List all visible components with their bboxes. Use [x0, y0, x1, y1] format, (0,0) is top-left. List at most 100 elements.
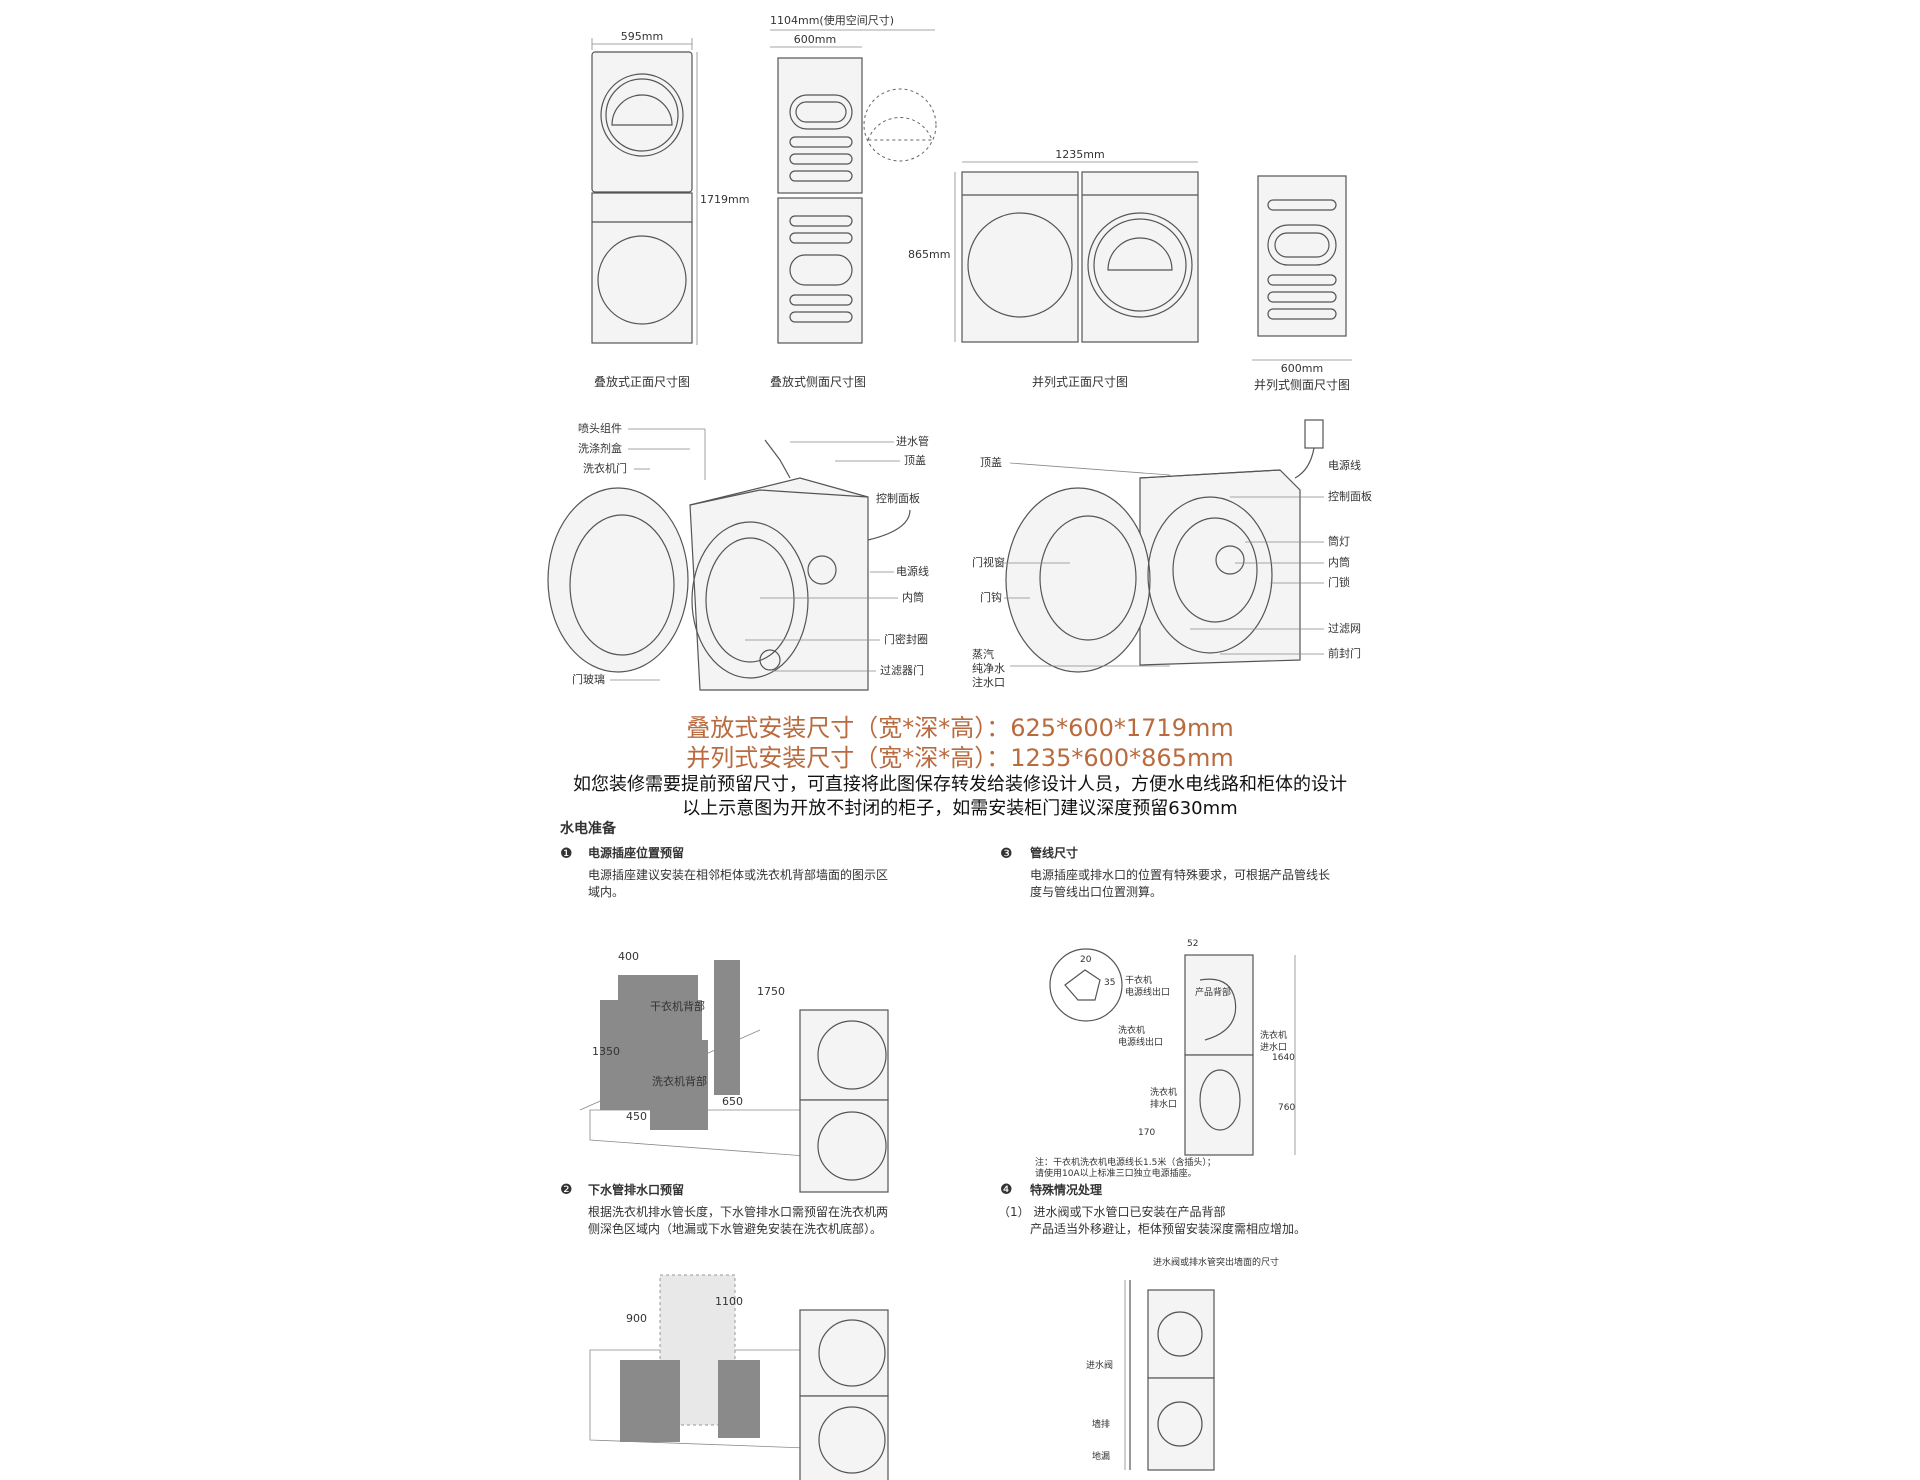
svg-text:电源线出口: 电源线出口 [1125, 986, 1170, 998]
svg-text:度与管线出口位置测算。: 度与管线出口位置测算。 [1030, 884, 1162, 899]
svg-text:❹: ❹ [1000, 1182, 1013, 1198]
svg-text:洗衣机: 洗衣机 [1260, 1029, 1287, 1041]
svg-text:门密封圈: 门密封圈 [884, 632, 928, 646]
svg-text:控制面板: 控制面板 [1328, 489, 1372, 503]
svg-text:洗衣机背部: 洗衣机背部 [652, 1074, 707, 1088]
note-cabinet-depth: 以上示意图为开放不封闭的柜子，如需安装柜门建议深度预留630mm [682, 798, 1238, 819]
svg-text:电源线: 电源线 [1328, 458, 1361, 472]
svg-text:顶盖: 顶盖 [904, 453, 926, 467]
dryer-parts-diagram [1005, 419, 1324, 673]
prep-section: 水电准备 ❶ 电源插座位置预留 电源插座建议安装在相邻柜体或洗衣机背部墙面的图示… [560, 820, 1330, 1236]
washer-parts-labels: 喷头组件 洗涤剂盒 洗衣机门 门玻璃 进水管 顶盖 控制面板 电源线 内筒 门密… [572, 421, 929, 686]
svg-text:760: 760 [1278, 1103, 1295, 1113]
stack-install-size: 叠放式安装尺寸（宽*深*高）：625*600*1719mm [686, 714, 1234, 742]
svg-text:注：干衣机洗衣机电源线长1.5米（含插头）；: 注：干衣机洗衣机电源线长1.5米（含插头）； [1035, 1156, 1216, 1168]
svg-text:注水口: 注水口 [972, 675, 1005, 689]
svg-text:请使用10A以上标准三口独立电源插座。: 请使用10A以上标准三口独立电源插座。 [1035, 1167, 1197, 1179]
svg-text:电源插座建议安装在相邻柜体或洗衣机背部墙面的图示区: 电源插座建议安装在相邻柜体或洗衣机背部墙面的图示区 [588, 867, 888, 882]
svg-text:进水口: 进水口 [1260, 1041, 1287, 1053]
svg-text:900: 900 [626, 1312, 647, 1325]
drain-area-diagram: 900 1100 [589, 1274, 889, 1480]
svg-text:门钩: 门钩 [980, 590, 1002, 604]
washer-parts-diagram [547, 439, 911, 691]
svg-text:排水口: 排水口 [1150, 1098, 1177, 1110]
svg-text:650: 650 [722, 1095, 743, 1108]
svg-text:根据洗衣机排水管长度，下水管排水口需预留在洗衣机两: 根据洗衣机排水管长度，下水管排水口需预留在洗衣机两 [588, 1204, 888, 1219]
svg-text:1350: 1350 [592, 1045, 620, 1058]
svg-text:1750: 1750 [757, 985, 785, 998]
stacked-front-diagram: 595mm 1719mm 叠放式正面尺寸图 [591, 30, 749, 389]
dim-600-side: 600mm [1281, 362, 1323, 375]
side-install-size: 并列式安装尺寸（宽*深*高）：1235*600*865mm [686, 744, 1234, 772]
svg-text:域内。: 域内。 [588, 885, 624, 899]
svg-text:下水管排水口预留: 下水管排水口预留 [588, 1182, 684, 1197]
svg-text:侧深色区域内（地漏或下水管避免安装在洗衣机底部）。: 侧深色区域内（地漏或下水管避免安装在洗衣机底部）。 [588, 1221, 882, 1236]
svg-text:进水阀或排水管突出墙面的尺寸: 进水阀或排水管突出墙面的尺寸 [1153, 1256, 1279, 1268]
svg-text:洗衣机门: 洗衣机门 [583, 461, 627, 475]
stacked-side-diagram: 1104mm(使用空间尺寸) 600mm 叠放式侧面尺寸图 [770, 13, 937, 389]
svg-text:❶: ❶ [560, 846, 573, 862]
svg-text:门玻璃: 门玻璃 [572, 672, 605, 686]
svg-text:电源插座或排水口的位置有特殊要求，可根据产品管线长: 电源插座或排水口的位置有特殊要求，可根据产品管线长 [1030, 867, 1330, 882]
dim-1104: 1104mm(使用空间尺寸) [770, 13, 894, 27]
svg-text:筒灯: 筒灯 [1328, 534, 1350, 548]
note-reserve-size: 如您装修需要提前预留尺寸，可直接将此图保存转发给装修设计人员，方便水电线路和柜体… [573, 774, 1347, 795]
svg-text:电源线出口: 电源线出口 [1118, 1036, 1163, 1048]
svg-text:进水管: 进水管 [896, 434, 929, 448]
svg-text:洗衣机: 洗衣机 [1150, 1086, 1177, 1098]
svg-text:内筒: 内筒 [902, 590, 924, 604]
svg-text:门锁: 门锁 [1328, 575, 1350, 589]
side-by-side-front-diagram: 1235mm 865mm 并列式正面尺寸图 [908, 148, 1199, 389]
svg-text:进水阀: 进水阀 [1086, 1359, 1113, 1371]
caption-stack-front: 叠放式正面尺寸图 [594, 374, 690, 389]
socket-area-diagram: 干衣机背部 洗衣机背部 400 1750 1350 450 650 [579, 950, 889, 1193]
svg-text:35: 35 [1104, 978, 1115, 988]
svg-text:顶盖: 顶盖 [980, 455, 1002, 469]
svg-text:特殊情况处理: 特殊情况处理 [1030, 1182, 1102, 1197]
svg-text:1640: 1640 [1272, 1053, 1295, 1063]
svg-text:墙排: 墙排 [1092, 1418, 1110, 1430]
svg-text:地漏: 地漏 [1092, 1450, 1110, 1462]
svg-text:产品适当外移避让，柜体预留安装深度需相应增加。: 产品适当外移避让，柜体预留安装深度需相应增加。 [1030, 1221, 1306, 1236]
svg-text:1100: 1100 [715, 1295, 743, 1308]
svg-text:洗涤剂盒: 洗涤剂盒 [578, 441, 622, 455]
svg-text:前封门: 前封门 [1328, 646, 1361, 660]
svg-text:过滤网: 过滤网 [1328, 622, 1361, 635]
svg-text:控制面板: 控制面板 [876, 491, 920, 505]
dim-1235: 1235mm [1055, 148, 1104, 161]
svg-text:20: 20 [1080, 955, 1092, 965]
svg-text:干衣机背部: 干衣机背部 [650, 999, 705, 1013]
svg-text:蒸汽: 蒸汽 [972, 647, 994, 661]
svg-text:纯净水: 纯净水 [972, 661, 1005, 675]
svg-text:洗衣机: 洗衣机 [1118, 1024, 1145, 1036]
svg-text:内筒: 内筒 [1328, 555, 1350, 569]
dryer-parts-labels: 顶盖 门视窗 门钩 蒸汽 纯净水 注水口 电源线 控制面板 筒灯 内筒 门锁 过… [972, 455, 1372, 689]
caption-side-side: 并列式侧面尺寸图 [1254, 378, 1350, 392]
svg-text:❸: ❸ [1000, 846, 1013, 862]
dim-600-top: 600mm [794, 33, 836, 46]
svg-text:（1） 进水阀或下水管口已安装在产品背部: （1） 进水阀或下水管口已安装在产品背部 [998, 1204, 1225, 1219]
svg-text:喷头组件: 喷头组件 [578, 421, 622, 435]
svg-text:过滤器门: 过滤器门 [880, 663, 924, 677]
dim-865: 865mm [908, 248, 950, 261]
svg-text:400: 400 [618, 950, 639, 963]
side-by-side-side-diagram: 600mm 并列式侧面尺寸图 [1252, 175, 1352, 392]
caption-stack-side: 叠放式侧面尺寸图 [770, 374, 866, 389]
svg-text:❷: ❷ [560, 1182, 573, 1198]
svg-text:产品背部: 产品背部 [1195, 986, 1231, 998]
cable-dimension-diagram: 20 35 52 产品背部 干衣机 电源线出口 洗衣机 电源线出口 洗衣机 进水… [1035, 939, 1295, 1179]
special-case-diagram: 进水阀或排水管突出墙面的尺寸 进水阀 墙排 地漏 [1086, 1256, 1279, 1471]
dim-1719: 1719mm [700, 193, 749, 206]
prep-title: 水电准备 [560, 820, 617, 837]
caption-side-front: 并列式正面尺寸图 [1032, 375, 1128, 389]
svg-text:干衣机: 干衣机 [1125, 974, 1152, 986]
svg-text:电源线: 电源线 [896, 564, 929, 578]
svg-text:52: 52 [1187, 939, 1198, 949]
svg-text:450: 450 [626, 1110, 647, 1123]
svg-text:电源插座位置预留: 电源插座位置预留 [588, 845, 684, 860]
dim-595: 595mm [621, 30, 663, 43]
svg-text:170: 170 [1138, 1128, 1155, 1138]
svg-text:管线尺寸: 管线尺寸 [1030, 845, 1078, 860]
svg-text:门视窗: 门视窗 [972, 555, 1005, 569]
